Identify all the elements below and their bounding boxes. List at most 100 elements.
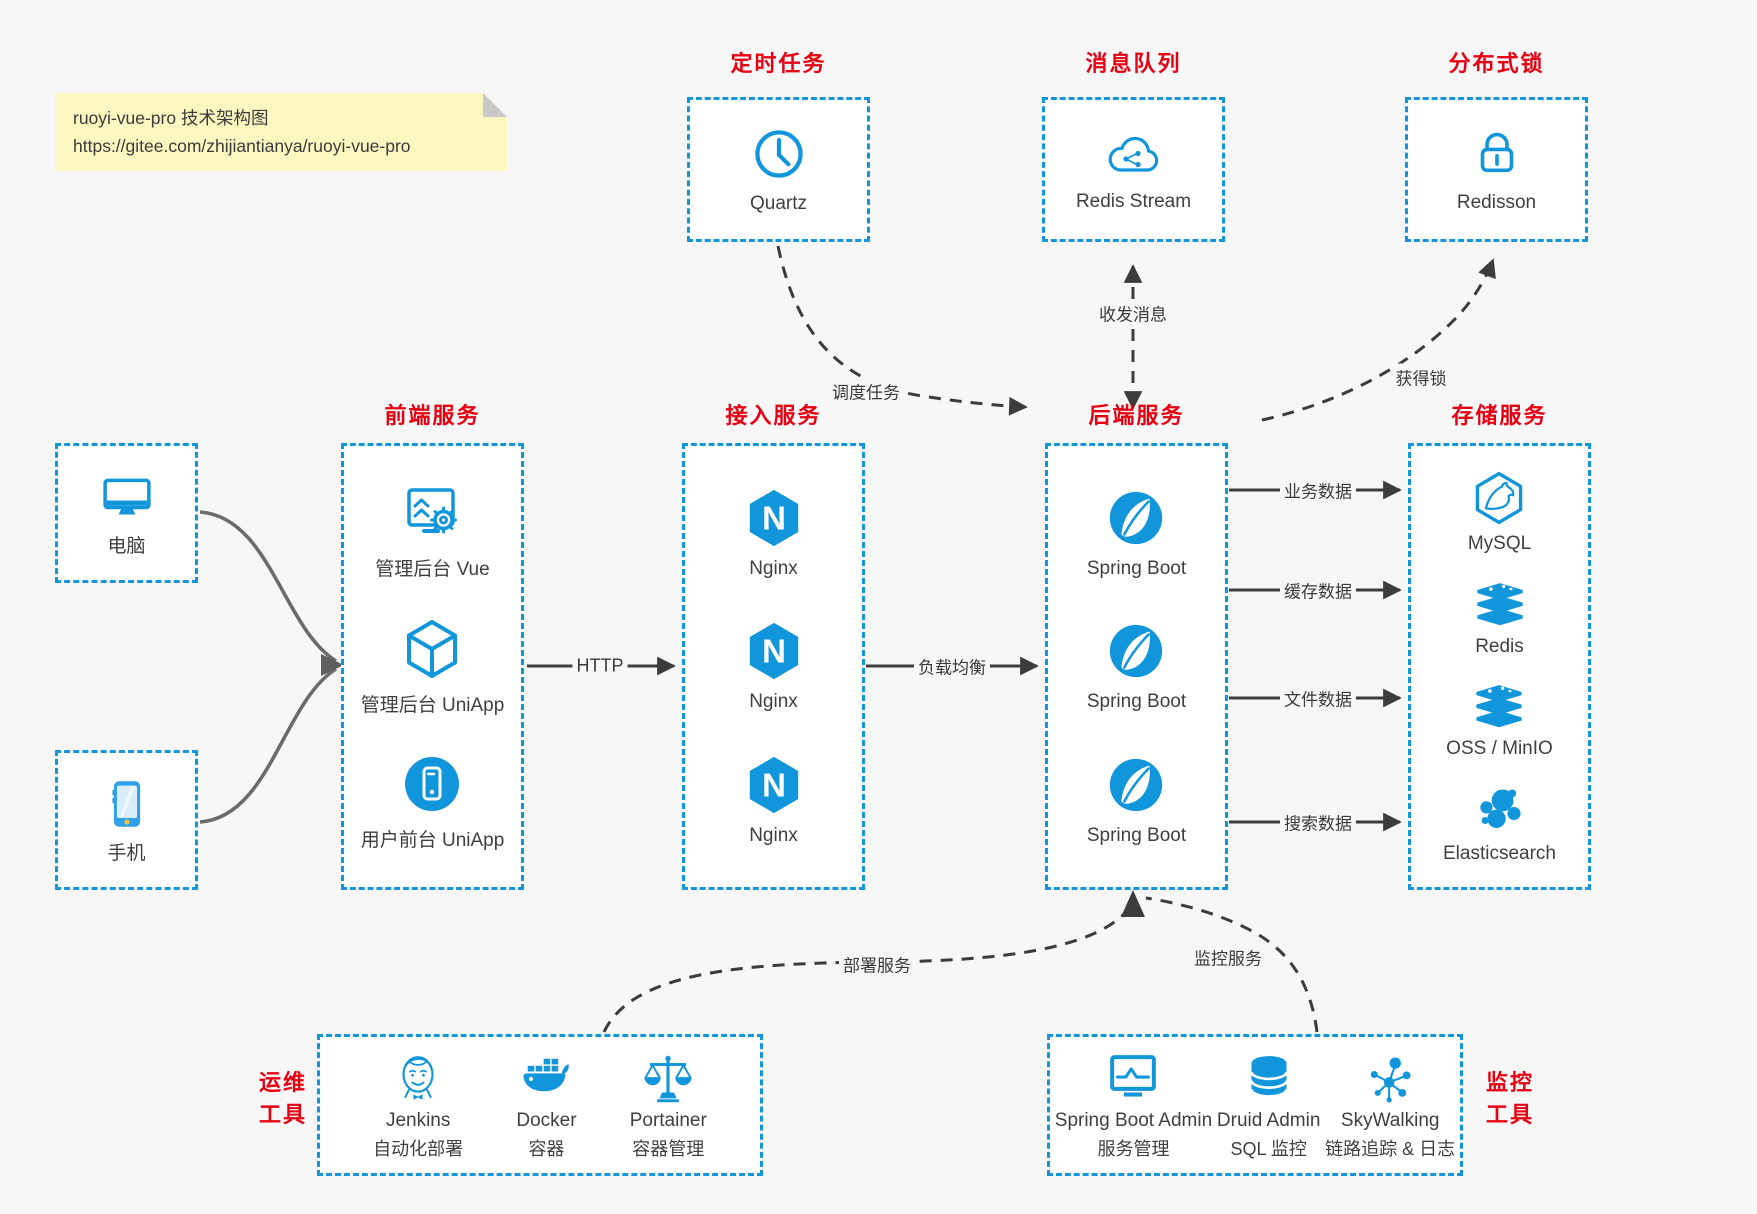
node-label: Nginx (749, 824, 798, 846)
node-quartz: Quartz (749, 124, 809, 215)
tool-name: Spring Boot Admin (1054, 1110, 1213, 1131)
node-label: Spring Boot (1086, 557, 1187, 579)
jenkins-icon (402, 1056, 434, 1100)
node-label: Spring Boot (1086, 691, 1187, 712)
node-admin-uniapp: 管理后台 UniApp (361, 617, 504, 717)
svg-text:N: N (762, 766, 786, 803)
nginx-icon: N (749, 622, 798, 680)
node-mysql: MySQL (1468, 468, 1531, 555)
node-user-uniapp: 用户前台 UniApp (360, 752, 505, 852)
spring-icon (1110, 624, 1163, 678)
tool-name: Druid Admin (1216, 1110, 1321, 1131)
monitor-chart-icon (1110, 1055, 1157, 1097)
node-skywalking: SkyWalking 链路追踪 & 日志 (1325, 1049, 1455, 1161)
title-ops-tools: 运维 工具 (245, 1067, 321, 1131)
mysql-icon (1476, 471, 1523, 524)
node-springboot-2: Spring Boot (1087, 620, 1186, 713)
spring-icon (1110, 491, 1163, 544)
group-redisson: Redisson (1405, 97, 1588, 242)
group-ops-tools: Jenkins 自动化部署 Docker 容器 (317, 1034, 763, 1176)
node-docker: Docker 容器 (516, 1049, 577, 1161)
edge-label-http: HTTP (572, 654, 628, 678)
edge-label-monitor-service: 监控服务 (1190, 943, 1266, 971)
node-oss-minio: OSS / MinIO (1446, 679, 1553, 760)
storage-stack-icon (1476, 685, 1523, 728)
node-springboot-1: Spring Boot (1087, 487, 1186, 580)
node-redisson: Redisson (1457, 125, 1536, 214)
tool-name: Jenkins (385, 1110, 451, 1131)
title-scheduled-task: 定时任务 (730, 51, 827, 76)
node-redis: Redis (1471, 577, 1529, 658)
tool-desc: 服务管理 (1097, 1139, 1170, 1159)
edge-label-acquire-lock: 获得锁 (1391, 363, 1451, 391)
edge-label-schedule-task: 调度任务 (828, 377, 904, 405)
group-gateway: N Nginx N Nginx N Nginx (682, 443, 865, 890)
node-druid-admin: Druid Admin SQL 监控 (1216, 1049, 1321, 1161)
sticky-note: ruoyi-vue-pro 技术架构图 https://gitee.com/zh… (55, 93, 507, 171)
arrowhead-frontend (321, 654, 344, 676)
client-label: 手机 (107, 842, 146, 864)
node-label: Redis (1475, 635, 1524, 657)
svg-text:N: N (762, 499, 786, 536)
client-label: 电脑 (107, 535, 146, 557)
node-label: Nginx (749, 557, 798, 579)
nginx-icon: N (749, 756, 798, 813)
node-phone: 手机 (99, 776, 155, 865)
edge-label-message: 收发消息 (1095, 299, 1171, 327)
title-line: 工具 (258, 1101, 307, 1127)
title-storage: 存储服务 (1451, 403, 1548, 428)
edge-label-search-data: 搜索数据 (1280, 808, 1356, 836)
database-icon (1249, 1056, 1288, 1098)
title-gateway: 接入服务 (725, 403, 822, 428)
node-label: Spring Boot (1086, 824, 1187, 846)
node-nginx-2: N Nginx (743, 620, 805, 713)
spring-icon (1110, 758, 1163, 811)
edge-acquire-lock (1261, 258, 1496, 422)
node-label: MySQL (1467, 532, 1532, 554)
node-springboot-3: Spring Boot (1087, 754, 1186, 847)
title-line: 监控 (1485, 1070, 1534, 1095)
node-nginx-3: N Nginx (743, 754, 805, 847)
title-line: 工具 (1485, 1101, 1534, 1127)
node-label: Quartz (749, 193, 808, 214)
tool-name: Portainer (629, 1110, 707, 1131)
node-portainer: Portainer 容器管理 (630, 1049, 707, 1161)
svg-text:N: N (762, 633, 786, 670)
node-nginx-1: N Nginx (743, 487, 805, 580)
edge-label-business-data: 业务数据 (1280, 476, 1356, 504)
group-frontend: 管理后台 Vue 管理后台 UniApp 用户前台 UniApp (341, 443, 524, 890)
title-frontend: 前端服务 (384, 403, 481, 428)
topology-icon (1370, 1057, 1411, 1103)
edge-schedule-task (776, 245, 1028, 416)
group-storage: MySQL Redis (1408, 443, 1591, 890)
group-redis-stream: Redis Stream (1042, 97, 1225, 242)
node-label: 用户前台 UniApp (360, 829, 505, 851)
note-title: ruoyi-vue-pro 技术架构图 (73, 108, 269, 128)
note-fold-corner (483, 93, 507, 117)
node-label: Redis Stream (1075, 191, 1192, 212)
edge-label-deploy-service: 部署服务 (839, 950, 915, 978)
desktop-icon (102, 478, 151, 514)
node-elasticsearch: Elasticsearch (1443, 782, 1556, 865)
tool-desc: 容器管理 (632, 1139, 705, 1159)
tool-desc: SQL 监控 (1230, 1139, 1307, 1159)
tool-desc: 自动化部署 (373, 1139, 464, 1159)
group-backend: Spring Boot Spring Boot Spring Boot (1045, 443, 1228, 890)
storage-stack-icon (1476, 582, 1523, 625)
tool-name: Docker (516, 1110, 577, 1131)
title-backend: 后端服务 (1088, 403, 1185, 428)
tool-name: SkyWalking (1340, 1110, 1440, 1131)
note-url: https://gitee.com/zhijiantianya/ruoyi-vu… (73, 136, 411, 156)
title-message-queue: 消息队列 (1085, 51, 1182, 76)
client-pc: 电脑 (55, 443, 198, 583)
docker-whale-icon (523, 1058, 570, 1092)
node-jenkins: Jenkins 自动化部署 (373, 1049, 463, 1161)
admin-vue-icon (407, 488, 458, 534)
node-label: Elasticsearch (1443, 843, 1556, 865)
node-label: OSS / MinIO (1446, 738, 1553, 760)
node-redis-stream: Redis Stream (1076, 126, 1191, 213)
title-distributed-lock: 分布式锁 (1448, 51, 1545, 76)
edge-pc-to-frontend (199, 510, 337, 663)
arrowhead-backend-bottom (1121, 890, 1145, 917)
group-monitor-tools: Spring Boot Admin 服务管理 Druid Admin SQL 监… (1047, 1034, 1463, 1176)
